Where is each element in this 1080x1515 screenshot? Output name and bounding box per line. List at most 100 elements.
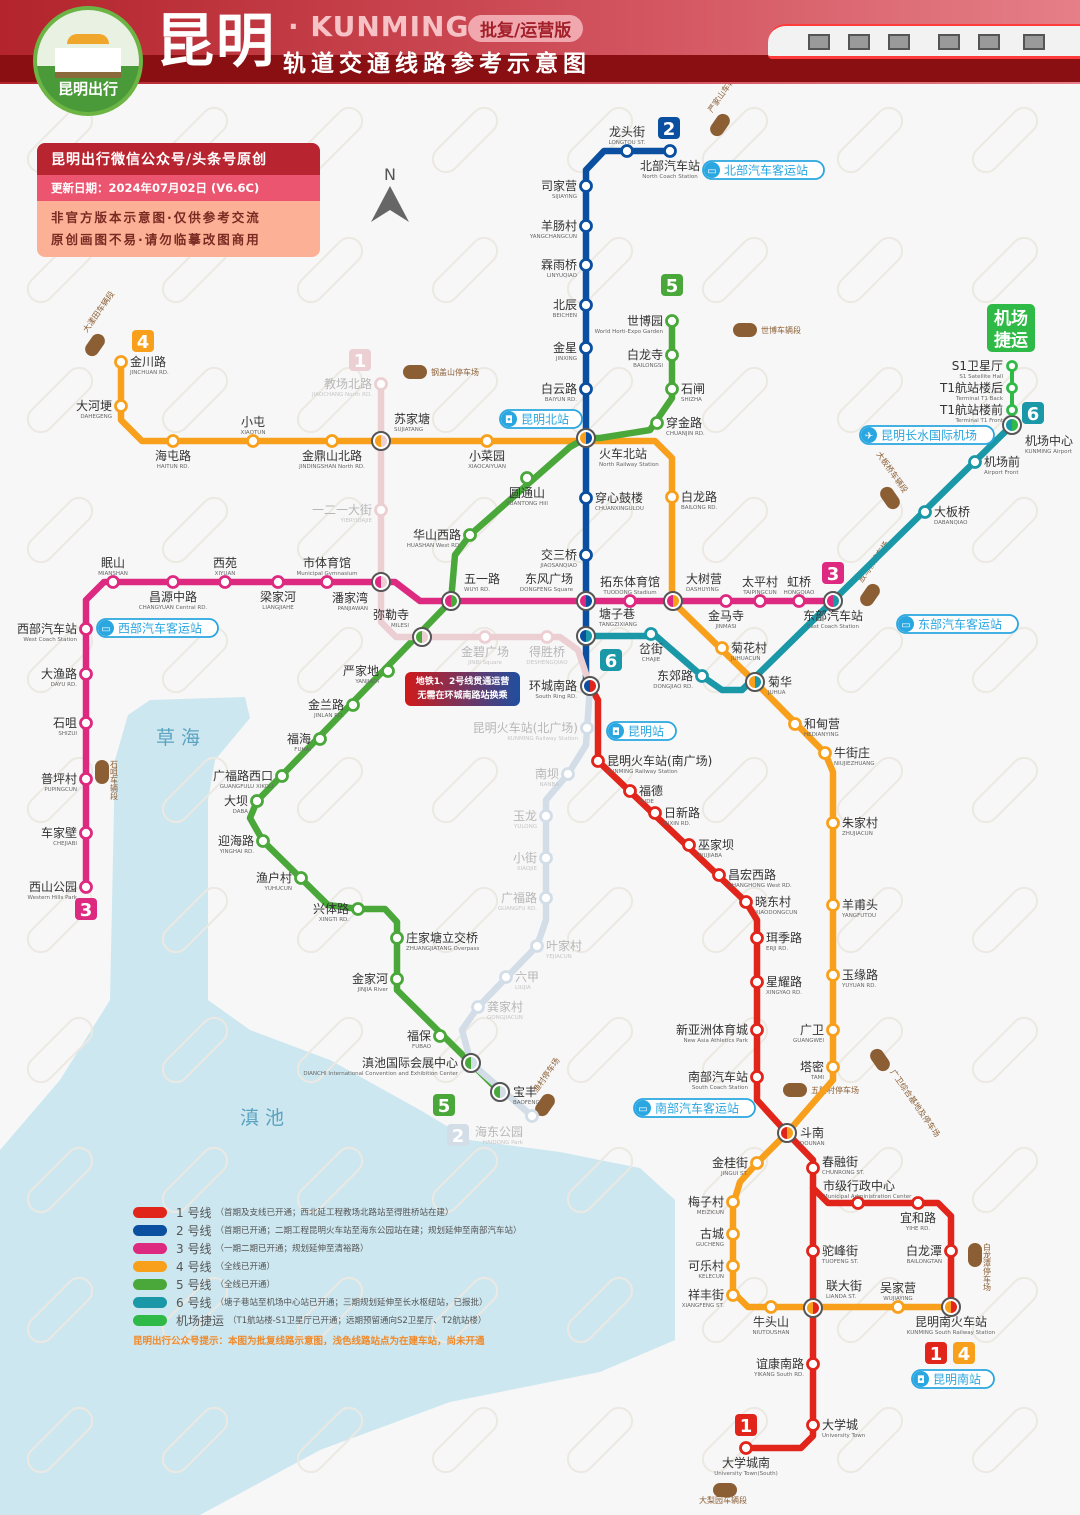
station-name: 昆明火车站(北广场): [473, 720, 578, 735]
line-badge-5: 5: [433, 1094, 455, 1117]
watermark-shape: [566, 1146, 634, 1214]
station-dot: [750, 975, 764, 989]
station-name: 金星: [553, 340, 577, 355]
bus-icon-glyph: ▭: [638, 1104, 647, 1115]
legend-line-desc: （首期及支线已开通；西北延工程教场北路站至得胜桥站在建）: [215, 1208, 454, 1218]
watermark-shape: [431, 106, 499, 174]
watermark-shape: [701, 1016, 769, 1084]
watermark-shape: [836, 1276, 904, 1344]
depot-label: 大漾田车辆段: [80, 289, 116, 334]
legend-line-desc: （塘子巷站至机场中心站已开通；三期规划延伸至长水枢纽站，已报批）: [215, 1298, 488, 1308]
station-name: 滇池国际会展中心: [362, 1055, 458, 1070]
station-name-en: BAILONGTAN: [907, 1259, 942, 1265]
station-name: 西部汽车站: [17, 621, 77, 636]
station-name: 金马寺: [708, 608, 744, 623]
interchange-half: [416, 631, 422, 643]
badge-bg: [953, 1342, 975, 1364]
station-name: 大学城: [822, 1417, 858, 1432]
badge-text: 3: [80, 900, 93, 921]
legend-line-name: 4 号线: [176, 1259, 212, 1274]
station-name: 岔街: [639, 642, 663, 656]
watermark-shape: [566, 496, 634, 564]
legend-tip: 昆明出行公众号提示：本图为批复线路示意图，浅色线路站点为在建车站，尚未开通: [133, 1336, 485, 1347]
station-name: T1航站楼前: [939, 402, 1003, 417]
station-dot: [792, 594, 806, 608]
station-dot: [750, 931, 764, 945]
station-dot: [650, 416, 664, 430]
station-name: 拓东体育馆: [600, 574, 660, 589]
badge-text: 2: [452, 1126, 465, 1147]
watermark-shape: [971, 1016, 1039, 1084]
line-2L-path: [458, 682, 594, 1120]
station-dot: [739, 1441, 753, 1455]
line-badge-4: 4: [953, 1342, 975, 1365]
station-dot: [271, 575, 285, 589]
depot-icon: [95, 760, 109, 784]
station-name-en: TUOFENG ST.: [821, 1259, 859, 1265]
station-name-en: HAIDONG Park: [483, 1140, 524, 1146]
depot-icon: [710, 113, 730, 137]
station-dot: [806, 1244, 820, 1258]
legend-row-AE: 机场捷运（T1航站楼-S1卫星厅已开通；远期预留通向S2卫星厅、T2航站楼）: [133, 1311, 521, 1329]
logo-text: 昆明出行: [57, 80, 118, 98]
station-name: 得胜桥: [529, 644, 565, 659]
station-dot: [826, 968, 840, 982]
station-name: 白云路: [541, 381, 577, 396]
station-name-en: GUANGFU RD.: [498, 906, 537, 912]
station-dot: [712, 868, 726, 882]
station-name: 机场前: [984, 454, 1020, 469]
train-icon-glyph: ◘: [505, 415, 513, 426]
station-dot: [644, 627, 658, 641]
watermark-shape: [701, 756, 769, 824]
station-dot: [726, 1288, 740, 1302]
station-name-en: YIHE RD.: [905, 1226, 930, 1232]
hub-train-pill: ◘昆明南站: [911, 1369, 995, 1389]
interchange-half: [580, 595, 586, 607]
station-name: 龙头街: [609, 125, 645, 139]
station-name-en: SHIZUI: [58, 731, 77, 737]
station-name: 塘子巷: [599, 606, 635, 621]
station-dot: [561, 767, 575, 781]
interchange-half: [381, 435, 387, 447]
station-dot: [580, 721, 594, 735]
station-name: 南坝: [535, 766, 559, 781]
bus-icon-glyph: ▭: [707, 166, 716, 177]
station-name-en: BEICHEN: [553, 313, 577, 319]
watermark-shape: [26, 1276, 94, 1344]
station-dot: [826, 1023, 840, 1037]
station-dot: [325, 434, 339, 448]
station-name: 福海: [287, 731, 311, 746]
station-name-en: GUANGFULU XIKOU: [220, 784, 273, 790]
interchange-half: [422, 631, 428, 643]
station-name: 谊康南路: [756, 1356, 804, 1371]
station-name: 玉龙: [513, 809, 537, 823]
station-name: 梅子村: [688, 1194, 724, 1209]
station-name: 白龙寺: [627, 347, 663, 362]
station-dot: [591, 754, 605, 768]
station-name: 广福路: [501, 890, 537, 905]
bus-icon: [635, 1100, 651, 1116]
hub-label: 昆明北站: [521, 413, 569, 427]
badge-bg: [433, 1094, 455, 1116]
station-name: 五一路: [464, 571, 500, 586]
watermark-shape: [26, 1016, 94, 1084]
line-badge-5: 5: [661, 274, 683, 297]
station-name: 环城南路: [529, 678, 577, 693]
watermark-shape: [431, 1276, 499, 1344]
watermark-shape: [971, 1406, 1039, 1474]
